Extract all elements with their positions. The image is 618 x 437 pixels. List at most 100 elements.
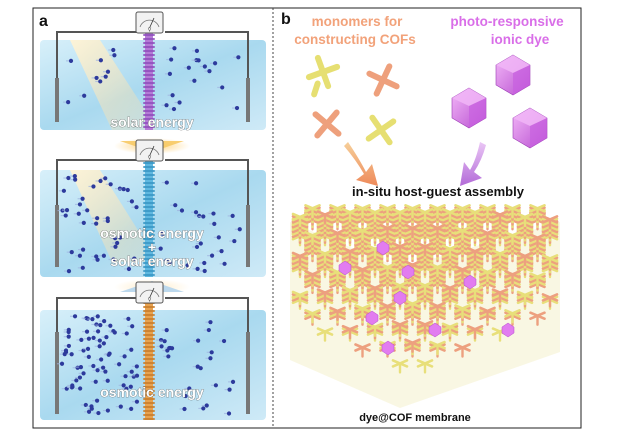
ion [98,323,103,328]
membrane-rib [143,330,155,332]
label-osmotic-energy-2: osmotic energy [100,384,204,400]
ion [208,356,213,361]
membrane-rib [143,310,155,312]
cof-dye-site [365,310,379,326]
ion [95,257,100,262]
ion [89,404,94,409]
membrane-rib [143,202,155,204]
ion [102,319,107,324]
ion [66,343,71,349]
ion [196,338,201,343]
ion [91,184,96,189]
cof-dye-site [501,322,515,338]
ion [94,221,99,226]
cof-dye-sites [338,240,515,356]
ion [112,330,117,335]
membrane-rib [143,226,155,228]
ion [234,105,240,111]
ion [77,375,83,380]
ion [195,266,200,271]
ion [113,244,118,249]
membrane-rib [143,314,155,316]
ion [72,173,77,179]
membrane-rib [143,78,155,80]
cof-dye-site [463,274,477,290]
cell-middle: V osmotic energy + solar energy [40,139,266,277]
membrane-rib [143,74,155,76]
membrane-rib [143,358,155,360]
membrane-rib [143,110,155,112]
electrode-top-right [246,78,250,122]
ion [78,365,84,370]
ion [209,350,214,355]
voltmeter-top-label: V [148,28,152,34]
membrane-rib [143,414,155,416]
ion [94,398,100,403]
ion [80,196,85,201]
ion [134,364,139,369]
dye-molecule-2 [451,87,487,129]
dye-molecule-3 [512,107,548,149]
ion [101,365,106,370]
ion [105,408,110,413]
ion [164,258,169,263]
membrane-rib [143,222,155,224]
membrane-rib [143,354,155,356]
ion [93,379,98,384]
membrane-rib [143,250,155,252]
ion [97,338,102,343]
membrane-rib [143,218,155,220]
ion [97,344,102,349]
ion [96,410,101,416]
membrane-rib [143,70,155,72]
ion [107,351,112,356]
ion [132,256,137,261]
ion [167,346,172,351]
membrane-rib [143,402,155,404]
ion [185,263,190,268]
ion [80,265,85,270]
ion [158,246,163,251]
ion [105,218,110,224]
ion [212,61,218,66]
electrode-middle-left [55,205,59,267]
membrane-rib [143,122,155,124]
ion [79,337,84,342]
membrane-rib [143,346,155,348]
ion [202,268,207,274]
cell-top: V solar energy [40,11,266,130]
ion [164,327,169,333]
ion [194,244,200,250]
voltmeter-bottom-label: V [148,298,152,304]
ion [129,199,135,204]
membrane-rib [143,86,155,88]
ion [167,71,173,76]
ion [81,348,86,353]
ion [94,75,99,81]
ion [59,361,65,366]
membrane-rib [143,210,155,212]
ion [73,177,78,182]
ion [124,386,129,391]
ion [81,371,86,376]
cof-membrane [290,204,560,408]
ion [61,188,67,193]
ion [177,100,182,105]
ion [169,57,174,62]
ion [219,249,224,254]
monomer-3 [312,109,342,139]
ion [112,53,117,58]
ion [128,384,133,389]
ion [85,346,91,351]
ion [105,69,111,74]
membrane-ribs-middle [143,162,155,276]
membrane-rib [143,174,155,176]
cof-dye-site [393,290,407,306]
label-osmotic-energy-1: osmotic energy [100,225,204,241]
monomers-label-line1: monomers for [312,14,404,29]
voltmeter-middle-label: V [148,156,152,162]
membrane-rib [143,410,155,412]
membrane-rib [143,306,155,308]
panel-b-letter: b [281,11,291,28]
